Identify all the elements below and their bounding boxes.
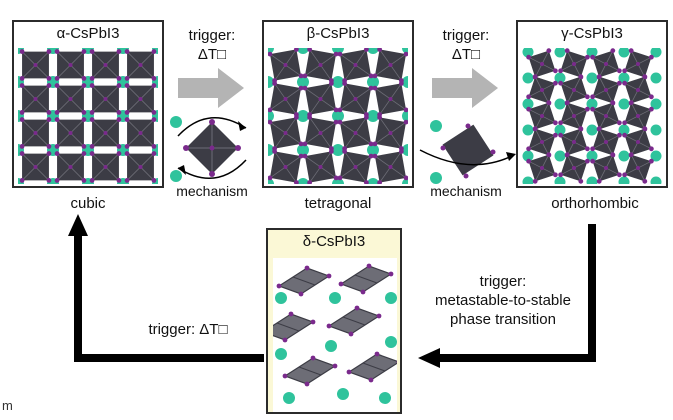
panel-alpha-title: α-CsPbI3 bbox=[56, 25, 120, 42]
panel-beta-title: β-CsPbI3 bbox=[306, 25, 370, 42]
trigger-2-line2: ΔT□ bbox=[451, 46, 481, 63]
trigger-3-label: trigger: metastable-to-stable phase tran… bbox=[408, 272, 598, 329]
black-arrow-delta-to-alpha bbox=[68, 214, 264, 362]
mechanism-label-1: mechanism bbox=[176, 183, 248, 199]
trigger-2-label: trigger: ΔT□ bbox=[426, 26, 506, 64]
grey-arrow-2 bbox=[432, 68, 498, 108]
trigger-1-line1: trigger: bbox=[188, 27, 236, 44]
trigger-2-line1: trigger: bbox=[442, 27, 490, 44]
trigger-3-line3: phase transition bbox=[450, 311, 556, 328]
mechanism-label-2: mechanism bbox=[430, 183, 502, 199]
panel-gamma-title: γ-CsPbI3 bbox=[561, 25, 623, 42]
mechanism-1-graphic bbox=[170, 116, 248, 182]
delta-lattice bbox=[273, 258, 397, 412]
panel-delta: δ-CsPbI3 bbox=[266, 228, 402, 414]
alpha-lattice bbox=[18, 48, 158, 184]
grey-arrow-1 bbox=[178, 68, 244, 108]
trigger-1-line2: ΔT□ bbox=[197, 46, 227, 63]
panel-delta-title: δ-CsPbI3 bbox=[302, 233, 366, 250]
black-arrow-gamma-to-delta bbox=[418, 224, 596, 368]
beta-lattice bbox=[268, 48, 408, 184]
trigger-1-label: trigger: ΔT□ bbox=[172, 26, 252, 64]
phase-label-orthorhombic: orthorhombic bbox=[551, 195, 639, 212]
trigger-3-line1: trigger: bbox=[479, 273, 527, 290]
panel-beta: β-CsPbI3 bbox=[262, 20, 414, 188]
corner-fragment-text: m bbox=[2, 398, 13, 413]
panel-gamma: γ-CsPbI3 bbox=[516, 20, 668, 188]
gamma-lattice bbox=[522, 48, 662, 184]
phase-label-tetragonal: tetragonal bbox=[304, 195, 372, 212]
panel-alpha: α-CsPbI3 bbox=[12, 20, 164, 188]
phase-label-cubic: cubic bbox=[70, 195, 106, 212]
trigger-3-line2: metastable-to-stable bbox=[435, 292, 571, 309]
mechanism-2-graphic bbox=[419, 120, 516, 184]
trigger-4-label: trigger: ΔT□ bbox=[148, 321, 228, 338]
